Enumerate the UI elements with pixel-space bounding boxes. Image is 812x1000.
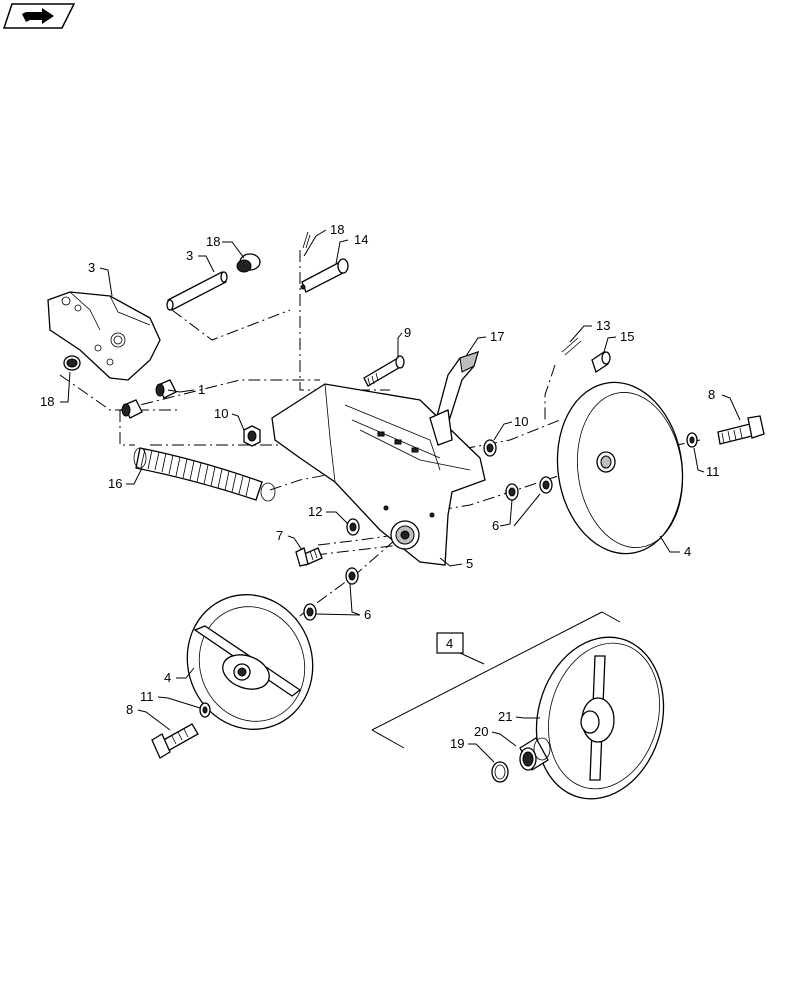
bolt-part-8-left bbox=[151, 723, 199, 759]
next-page-arrow-icon[interactable] bbox=[2, 3, 76, 29]
callout-19: 19 bbox=[450, 736, 464, 751]
callout-17: 17 bbox=[490, 329, 504, 344]
callout-labels: 3 18 3 18 14 18 1 9 17 13 15 10 10 8 11 … bbox=[40, 222, 720, 751]
lock-nut-part-10-left bbox=[243, 425, 261, 447]
callout-20: 20 bbox=[474, 724, 488, 739]
callout-5: 5 bbox=[466, 556, 473, 571]
callout-3-pin: 3 bbox=[186, 248, 193, 263]
subassembly-group-4 bbox=[371, 611, 621, 749]
washer-part-11-left bbox=[199, 702, 211, 718]
callout-6-right: 6 bbox=[492, 518, 499, 533]
washer-part-6-right-a bbox=[505, 483, 519, 501]
bushing-part-18-top bbox=[236, 253, 261, 273]
callout-1: 1 bbox=[198, 382, 205, 397]
bracket-part-3 bbox=[47, 291, 161, 381]
spacer-part-1-upper bbox=[155, 379, 177, 399]
callout-12: 12 bbox=[308, 504, 322, 519]
callout-18-cotter: 18 bbox=[330, 222, 344, 237]
pin-part-9 bbox=[363, 355, 405, 387]
callout-18-bushing-left: 18 bbox=[40, 394, 54, 409]
arm-body-part-5 bbox=[271, 383, 486, 566]
snap-ring-part-19 bbox=[491, 761, 509, 783]
bolt-part-7 bbox=[295, 547, 323, 567]
callout-8-left: 8 bbox=[126, 702, 133, 717]
cotter-pin-part-18 bbox=[302, 231, 311, 249]
washer-part-11-right bbox=[686, 432, 698, 448]
bearing-part-20 bbox=[519, 737, 551, 771]
callout-11-left: 11 bbox=[140, 689, 154, 704]
disc-part-4-right bbox=[556, 381, 684, 555]
wheel-part-4-left bbox=[186, 594, 314, 730]
callout-11-right: 11 bbox=[706, 464, 720, 479]
pin-part-15 bbox=[591, 350, 611, 374]
washer-part-6-lower-b bbox=[303, 603, 317, 621]
callout-14: 14 bbox=[354, 232, 368, 247]
handle-part-17 bbox=[429, 350, 479, 446]
bushing-part-18-left bbox=[63, 355, 81, 371]
bolt-part-8-right bbox=[717, 415, 765, 445]
callout-10-right: 10 bbox=[514, 414, 528, 429]
lock-nut-part-10-right bbox=[483, 439, 497, 457]
leader-lines bbox=[60, 229, 741, 763]
clevis-pin-part-14 bbox=[300, 258, 349, 293]
wheel-part-21 bbox=[535, 636, 665, 800]
callout-10-left: 10 bbox=[214, 406, 228, 421]
callout-4-right: 4 bbox=[684, 544, 691, 559]
cotter-pin-part-13 bbox=[561, 337, 582, 356]
washer-part-6-right-b bbox=[539, 476, 553, 494]
callout-4-box: 4 bbox=[446, 636, 453, 651]
callout-7: 7 bbox=[276, 528, 283, 543]
callout-18-bushing-top: 18 bbox=[206, 234, 220, 249]
callout-15: 15 bbox=[620, 329, 634, 344]
spacer-part-1-lower bbox=[121, 399, 143, 419]
callout-9: 9 bbox=[404, 325, 411, 340]
washer-part-6-lower-a bbox=[345, 567, 359, 585]
callout-21: 21 bbox=[498, 709, 512, 724]
callout-8-right: 8 bbox=[708, 387, 715, 402]
callout-3-bracket: 3 bbox=[88, 260, 95, 275]
callout-4-left: 4 bbox=[164, 670, 171, 685]
callout-13: 13 bbox=[596, 318, 610, 333]
washer-part-12 bbox=[346, 518, 360, 536]
callout-6-lower: 6 bbox=[364, 607, 371, 622]
pin-part-3 bbox=[166, 271, 228, 311]
spring-part-16 bbox=[133, 447, 276, 502]
callout-16: 16 bbox=[108, 476, 122, 491]
